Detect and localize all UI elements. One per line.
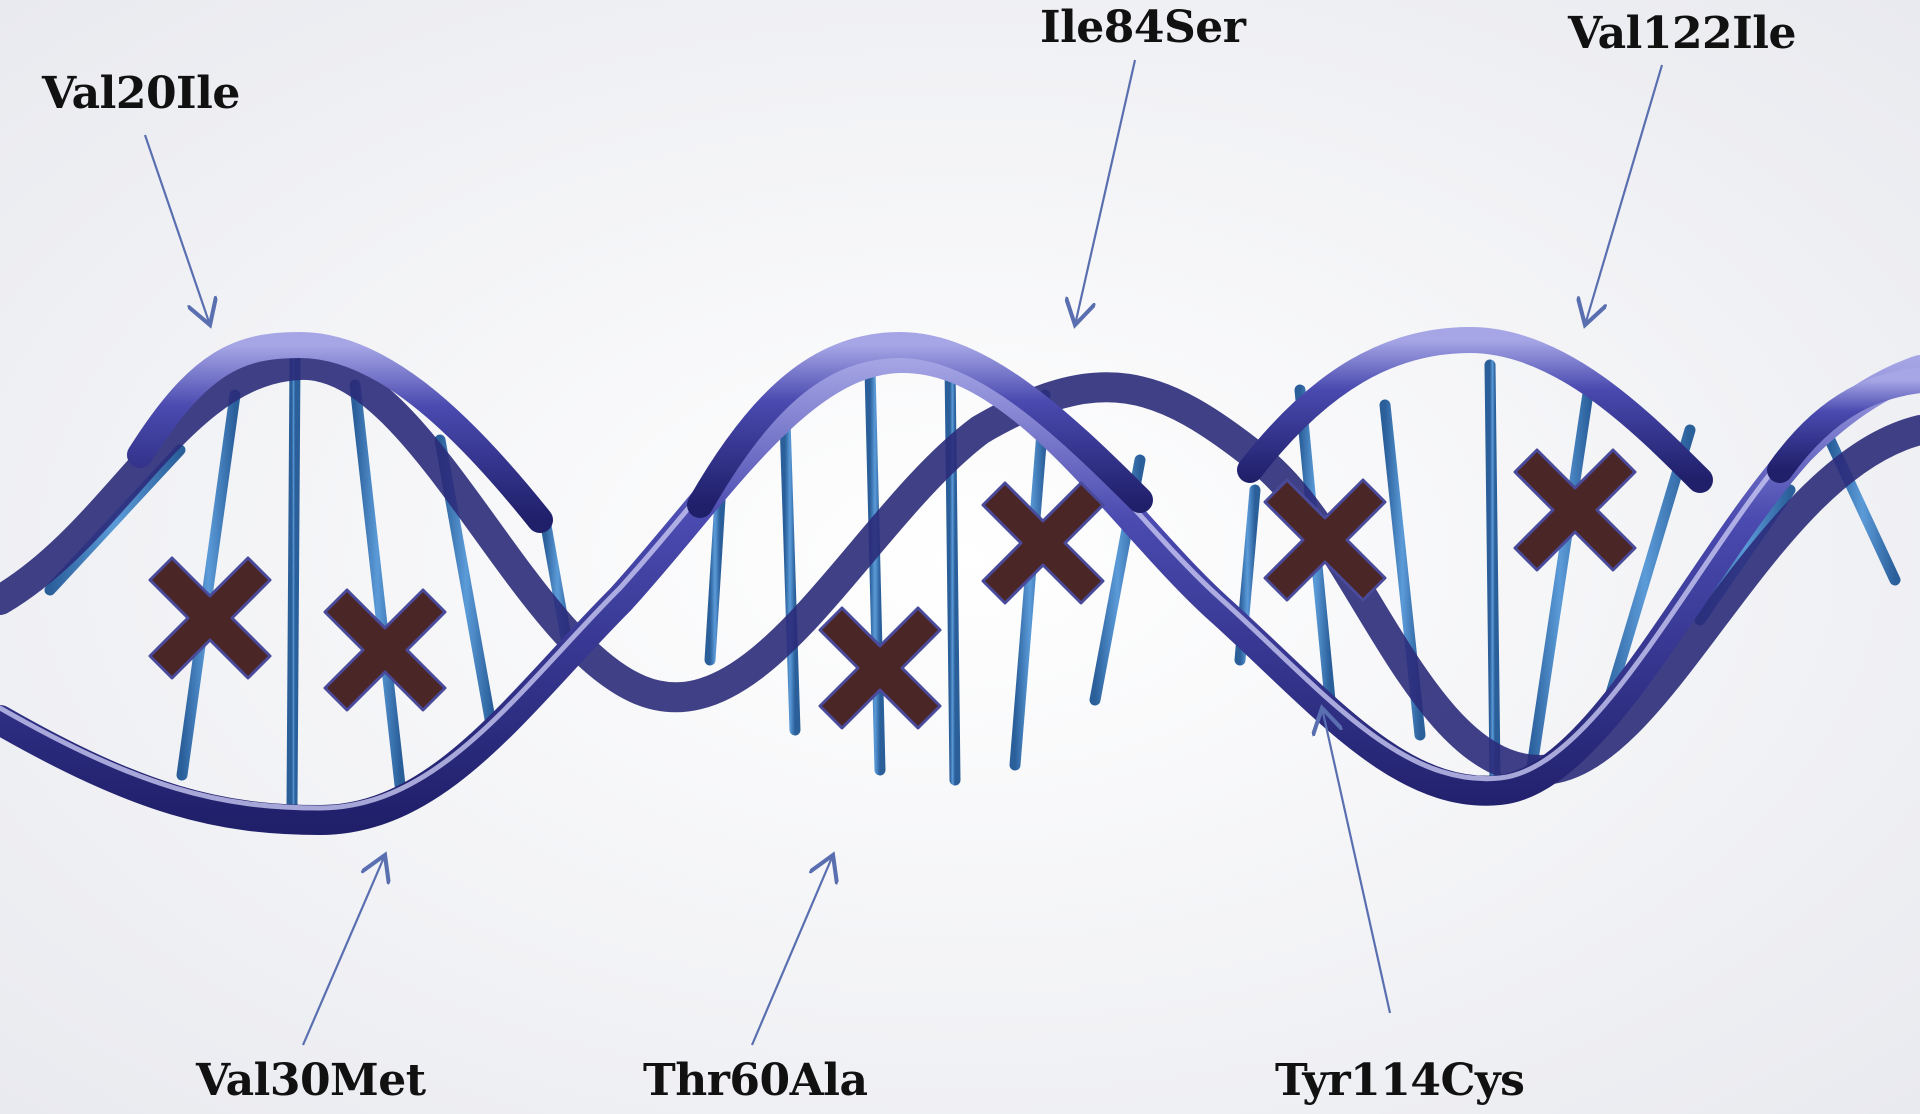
label-thr60ala: Thr60Ala (643, 1055, 868, 1106)
label-val30met: Val30Met (196, 1055, 426, 1106)
label-val122ile: Val122Ile (1568, 8, 1796, 59)
base-pair (1490, 365, 1495, 775)
base-pair (292, 360, 295, 805)
label-tyr114cys: Tyr114Cys (1275, 1055, 1524, 1106)
base-pair (950, 365, 955, 780)
label-val20ile: Val20Ile (42, 68, 240, 119)
label-ile84ser: Ile84Ser (1040, 2, 1245, 53)
